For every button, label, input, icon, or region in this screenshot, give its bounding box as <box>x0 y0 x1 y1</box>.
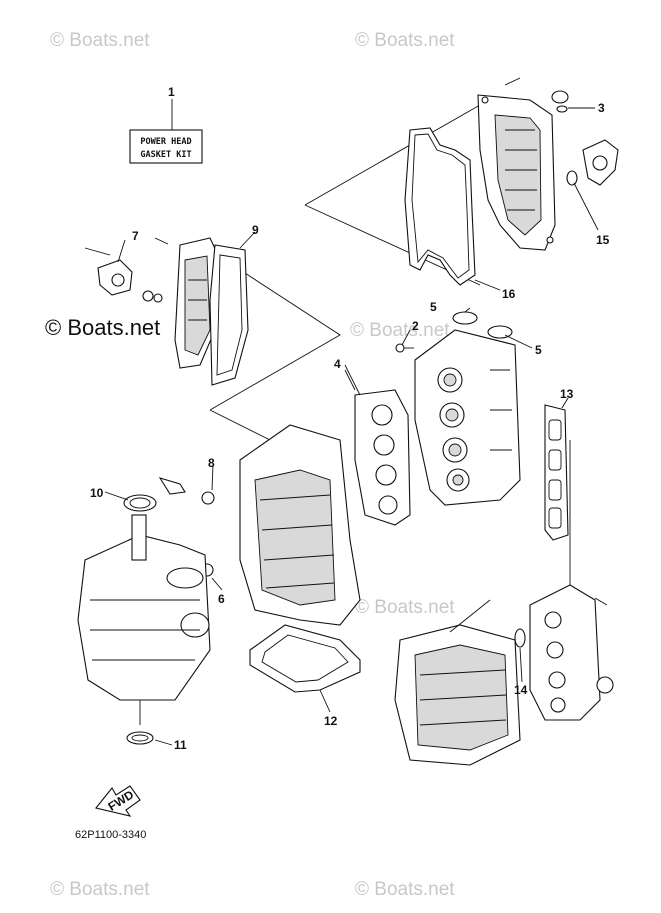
callout-16[interactable]: 16 <box>502 287 516 301</box>
callout-9[interactable]: 9 <box>252 223 259 237</box>
callout-13[interactable]: 13 <box>560 387 574 401</box>
callout-3[interactable]: 3 <box>598 101 605 115</box>
callout-4[interactable]: 4 <box>334 357 341 371</box>
valve-part-15 <box>566 139 619 231</box>
callout-5b[interactable]: 5 <box>535 343 542 357</box>
watermark-top-right: © Boats.net <box>355 30 455 51</box>
watermark-bottom-left: © Boats.net <box>50 879 150 900</box>
callout-15[interactable]: 15 <box>596 233 610 247</box>
intake-manifold <box>394 584 614 766</box>
watermark-top-left: © Boats.net <box>50 30 150 51</box>
callout-8[interactable]: 8 <box>208 456 215 470</box>
intake-cover-left <box>84 231 256 386</box>
watermark-bottom-right: © Boats.net <box>355 879 455 900</box>
gasket-13 <box>544 397 569 541</box>
plug-part-3 <box>551 90 595 113</box>
watermark-center-right: © Boats.net <box>350 320 450 341</box>
kit-label-line1: POWER HEAD <box>140 137 191 147</box>
callout-2[interactable]: 2 <box>412 319 419 333</box>
diagram-code: 62P1100-3340 <box>75 829 146 841</box>
gasket-12 <box>249 624 361 713</box>
callout-5a[interactable]: 5 <box>430 300 437 314</box>
assembly-lines <box>209 104 571 590</box>
crankcase-left <box>77 491 211 746</box>
exhaust-cover <box>477 77 556 251</box>
callout-1[interactable]: 1 <box>168 85 175 99</box>
callout-6[interactable]: 6 <box>218 592 225 606</box>
callout-10[interactable]: 10 <box>90 486 104 500</box>
gasket-16 <box>404 127 501 291</box>
cylinder-head <box>395 307 533 506</box>
gasket-kit-box: POWER HEAD GASKET KIT <box>129 99 203 164</box>
callout-11[interactable]: 11 <box>174 738 187 752</box>
cylinder-block <box>158 424 361 626</box>
watermark-center-left: © Boats.net <box>45 315 160 340</box>
kit-label-line2: GASKET KIT <box>140 150 191 160</box>
watermark-mid-right: © Boats.net <box>355 597 455 618</box>
head-gasket-4 <box>344 364 411 526</box>
callout-12[interactable]: 12 <box>324 714 338 728</box>
callout-7[interactable]: 7 <box>132 229 139 243</box>
callout-14[interactable]: 14 <box>514 683 528 697</box>
fwd-arrow-icon: FWD <box>95 785 141 817</box>
